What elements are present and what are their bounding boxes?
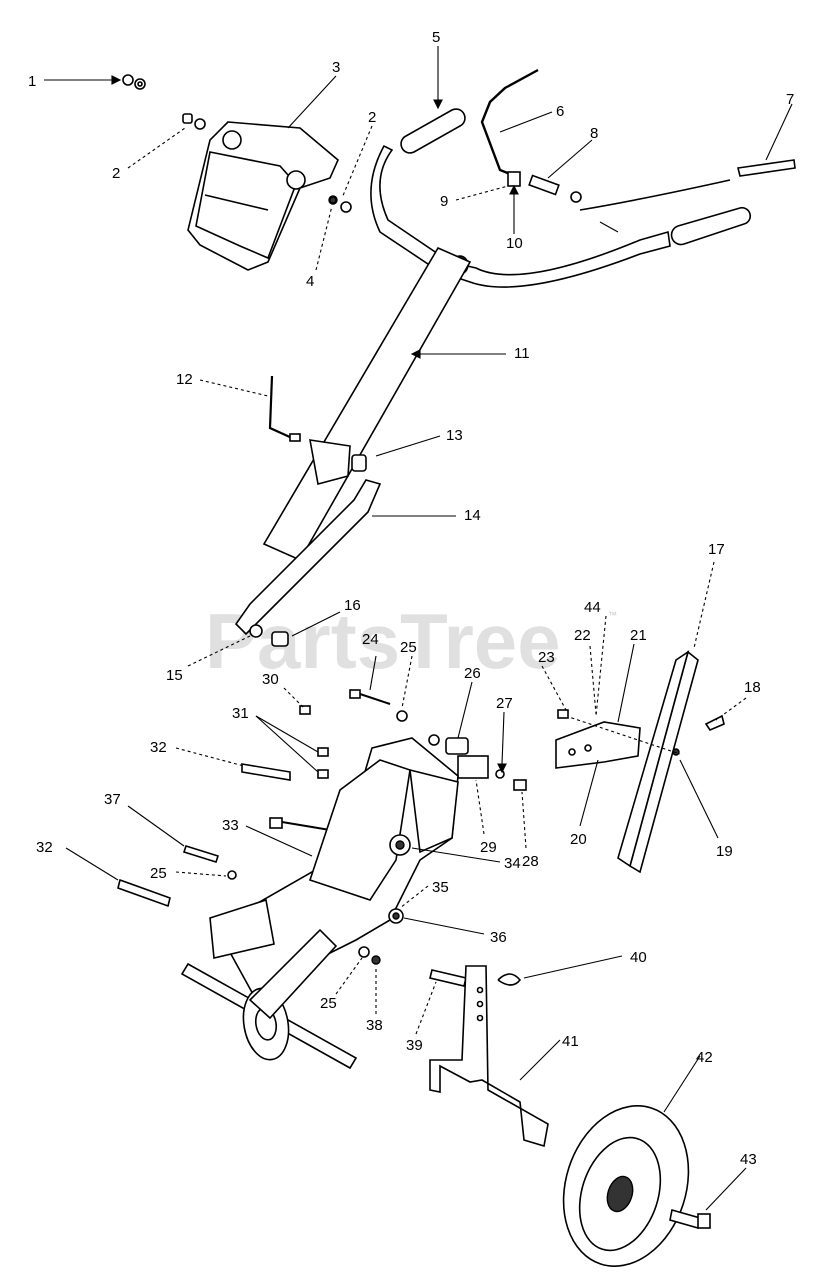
callout-31: 31 <box>232 705 249 722</box>
part-cable-7 <box>579 159 796 211</box>
callout-19: 19 <box>716 843 733 860</box>
part-clip-40 <box>497 973 522 986</box>
callout-13: 13 <box>446 427 463 444</box>
callout-27: 27 <box>496 695 513 712</box>
callout-2a: 2 <box>112 165 120 182</box>
watermark-trademark: ™ <box>608 610 617 620</box>
callout-42: 42 <box>696 1049 713 1066</box>
part-nut-19 <box>672 748 680 756</box>
callout-32a: 32 <box>150 739 167 756</box>
callout-labels: 1 2 2 3 4 5 6 7 8 9 10 11 12 13 14 15 16… <box>28 29 794 1168</box>
part-bolt-43 <box>669 1208 711 1230</box>
callout-15: 15 <box>166 667 183 684</box>
callout-40: 40 <box>630 949 647 966</box>
callout-6: 6 <box>556 103 564 120</box>
callout-41: 41 <box>562 1033 579 1050</box>
callout-38: 38 <box>366 1017 383 1034</box>
part-nut-1 <box>122 74 146 90</box>
callout-37: 37 <box>104 791 121 808</box>
callout-43: 43 <box>740 1151 757 1168</box>
callout-5: 5 <box>432 29 440 46</box>
callout-29: 29 <box>480 839 497 856</box>
callout-36: 36 <box>490 929 507 946</box>
part-bracket-8 <box>528 174 619 233</box>
part-bail-6 <box>480 68 539 180</box>
callout-25c: 25 <box>320 995 337 1012</box>
part-bolt-27-28 <box>495 769 527 791</box>
callout-8: 8 <box>590 125 598 142</box>
callout-21: 21 <box>630 627 647 644</box>
callout-3: 3 <box>332 59 340 76</box>
callout-34: 34 <box>504 855 521 872</box>
callout-9: 9 <box>440 193 448 210</box>
callout-1: 1 <box>28 73 36 90</box>
part-shroud-3 <box>187 121 339 271</box>
callout-7: 7 <box>786 91 794 108</box>
part-lever-12 <box>268 375 301 442</box>
leader-lines <box>44 46 793 1211</box>
callout-28: 28 <box>522 853 539 870</box>
part-bolt-24 <box>349 689 391 705</box>
callout-17: 17 <box>708 541 725 558</box>
part-coupler-26 <box>428 734 469 755</box>
part-bracket-29 <box>457 755 489 779</box>
callout-23: 23 <box>538 649 555 666</box>
part-pin-18 <box>704 714 725 731</box>
part-bolt-22-23 <box>557 709 681 755</box>
callout-24: 24 <box>362 631 379 648</box>
callout-33: 33 <box>222 817 239 834</box>
part-grip-5 <box>400 108 466 154</box>
callout-44: 44 <box>584 599 601 616</box>
part-bolts-30-32 <box>117 705 331 908</box>
part-clip-9-10 <box>507 171 521 187</box>
callout-20: 20 <box>570 831 587 848</box>
callout-25b: 25 <box>150 865 167 882</box>
callout-4: 4 <box>306 273 314 290</box>
callout-25a: 25 <box>400 639 417 656</box>
callout-16: 16 <box>344 597 361 614</box>
part-transmission-33 <box>209 737 459 998</box>
callout-22: 22 <box>574 627 591 644</box>
callout-32b: 32 <box>36 839 53 856</box>
part-spacer-16 <box>271 631 289 647</box>
part-screw-4 <box>329 196 337 204</box>
callout-12: 12 <box>176 371 193 388</box>
part-wheel-42 <box>562 1105 690 1267</box>
part-nut-2a <box>182 113 206 130</box>
part-bushing-13 <box>351 454 367 472</box>
part-washer-25a <box>396 710 408 722</box>
part-wheel-bracket-41 <box>429 965 549 1148</box>
callout-10: 10 <box>506 235 523 252</box>
part-bar-14 <box>234 479 382 636</box>
part-pin-39 <box>429 969 467 987</box>
callout-39: 39 <box>406 1037 423 1054</box>
part-tine-shaft <box>180 928 358 1070</box>
callout-11: 11 <box>514 345 530 362</box>
part-nut-35-36 <box>388 908 404 924</box>
callout-35: 35 <box>432 879 449 896</box>
part-washers-25-38 <box>227 870 381 965</box>
callout-18: 18 <box>744 679 761 696</box>
part-bolt-37 <box>182 845 220 863</box>
part-depth-bar-17 <box>617 650 699 874</box>
callout-14: 14 <box>464 507 481 524</box>
callout-26: 26 <box>464 665 481 682</box>
part-washer-15 <box>249 624 263 638</box>
callout-30: 30 <box>262 671 279 688</box>
callout-2b: 2 <box>368 109 376 126</box>
